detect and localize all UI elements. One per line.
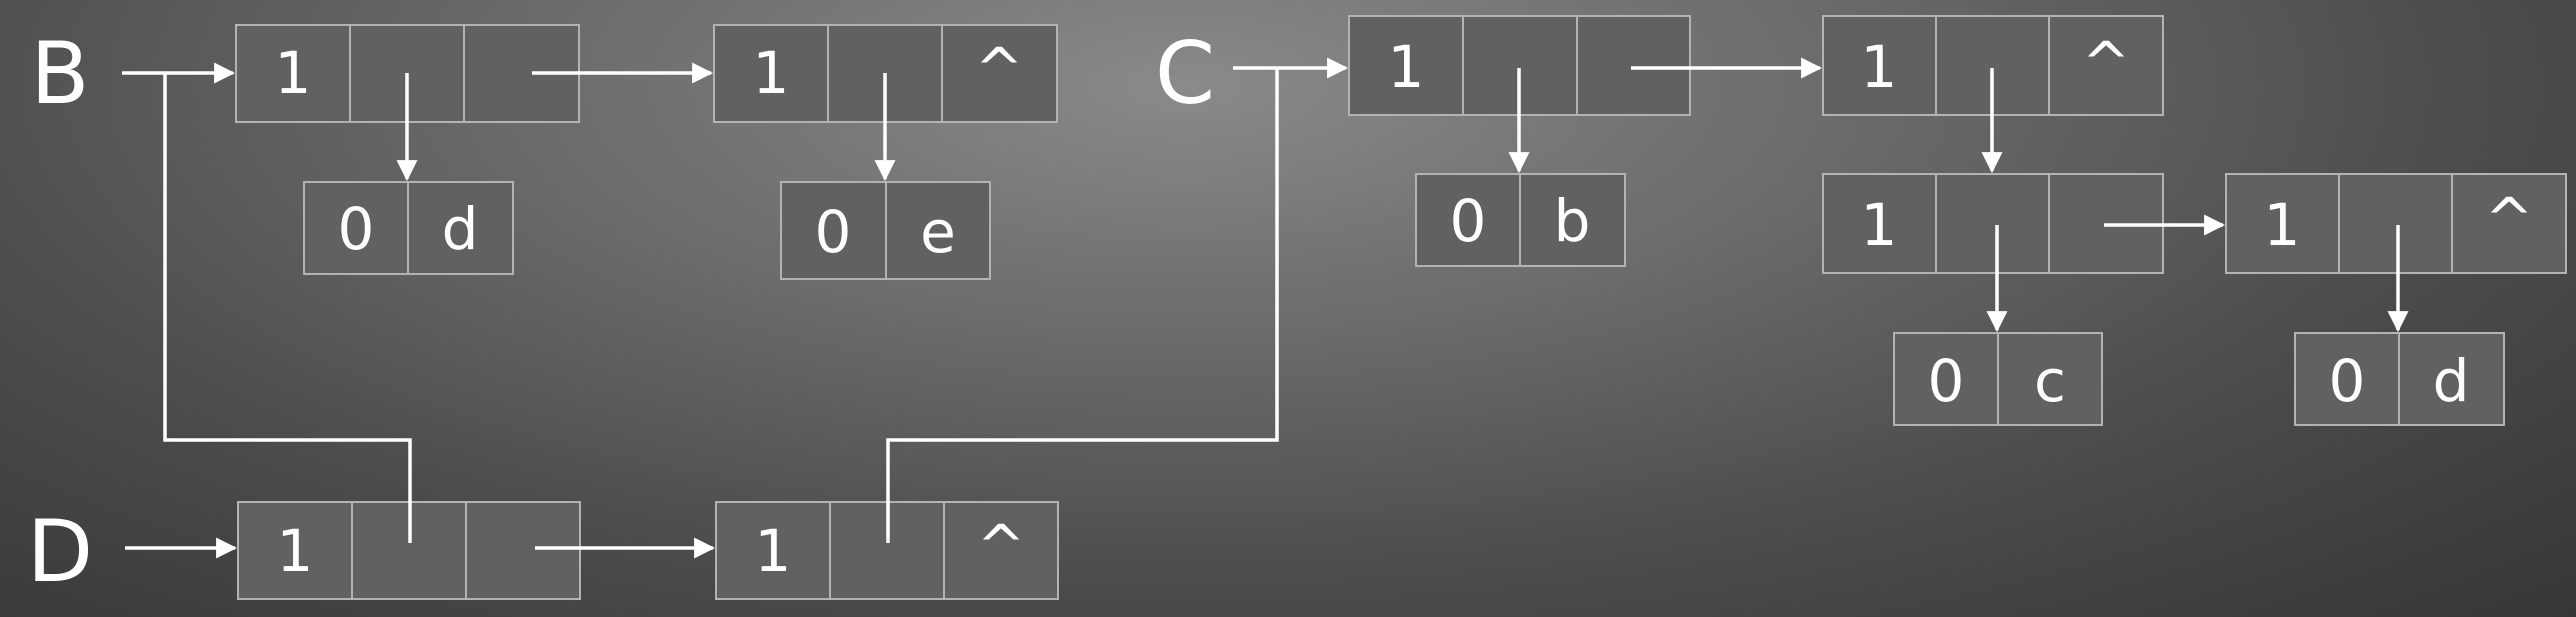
- node-c4: 1 ^: [2225, 173, 2567, 274]
- atom-b-value: b: [1554, 187, 1591, 255]
- atom-d1-tag: 0: [338, 195, 375, 263]
- c1-tag: 1: [1388, 33, 1425, 101]
- label-c: C: [1155, 24, 1215, 124]
- atom-b: 0 b: [1415, 173, 1626, 267]
- b2-tail: ^: [975, 35, 1024, 103]
- b2-tag: 1: [753, 39, 790, 107]
- connector-d2-to-c: [886, 68, 1279, 543]
- c4-tail: ^: [2485, 185, 2534, 253]
- atom-b-tag: 0: [1450, 187, 1487, 255]
- c3-tag: 1: [1861, 191, 1898, 259]
- c2-tail: ^: [2082, 29, 2131, 97]
- d2-tag: 1: [755, 517, 792, 585]
- atom-d1-value: d: [442, 195, 479, 263]
- atom-d2-tag: 0: [2329, 347, 2366, 415]
- d1-tag: 1: [277, 517, 314, 585]
- atom-e-value: e: [920, 198, 956, 266]
- atom-c-tag: 0: [1928, 347, 1965, 415]
- atom-c-value: c: [2034, 347, 2066, 415]
- atom-d2-value: d: [2433, 347, 2470, 415]
- node-c1: 1: [1348, 15, 1691, 116]
- c4-tag: 1: [2264, 191, 2301, 259]
- atom-d-2: 0 d: [2294, 332, 2505, 426]
- atom-e-tag: 0: [815, 198, 852, 266]
- label-d: D: [27, 502, 93, 602]
- atom-d-1: 0 d: [303, 181, 514, 275]
- b1-tag: 1: [275, 39, 312, 107]
- atom-c: 0 c: [1893, 332, 2103, 426]
- c2-tag: 1: [1861, 33, 1898, 101]
- d2-tail: ^: [977, 512, 1026, 580]
- label-b: B: [31, 24, 90, 124]
- connector-d1-to-b: [163, 73, 412, 543]
- atom-e: 0 e: [780, 181, 991, 280]
